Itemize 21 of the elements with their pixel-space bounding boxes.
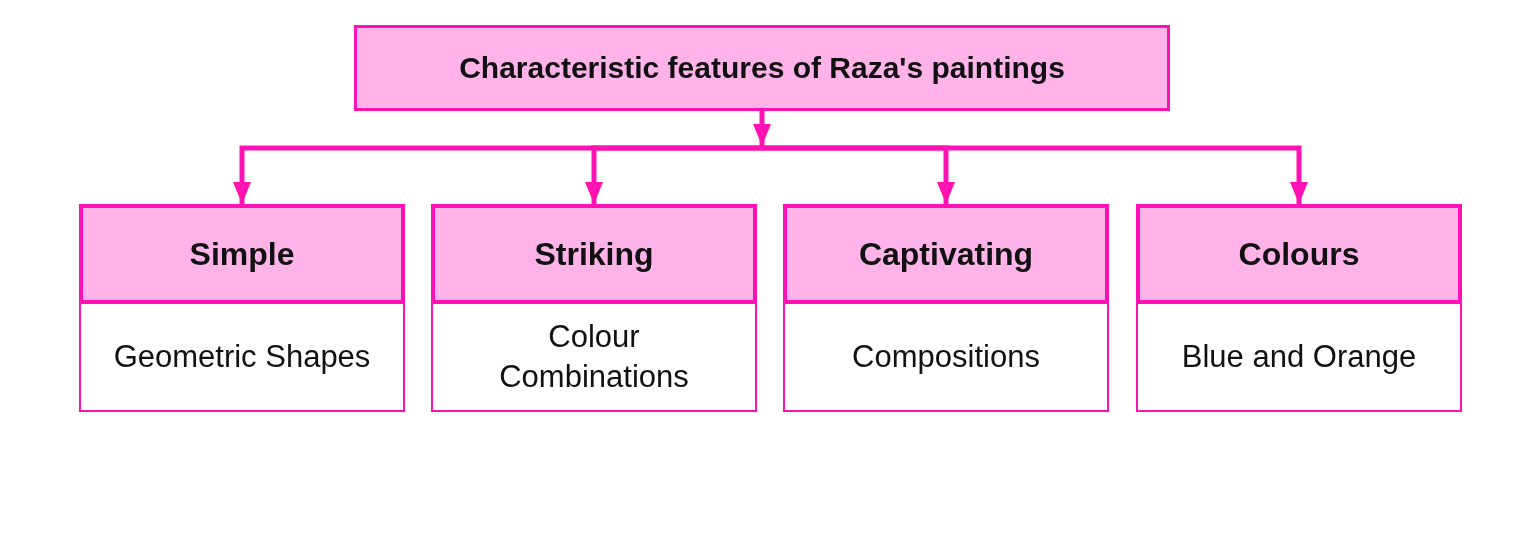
category-box: [783, 204, 1109, 304]
description-box: [431, 302, 757, 412]
category-box: [79, 204, 405, 304]
description-box: [783, 302, 1109, 412]
description-box: [1136, 302, 1462, 412]
title-text: Characteristic features of Raza's paintings: [459, 50, 1065, 86]
description-box: [79, 302, 405, 412]
category-heading: Striking: [534, 234, 654, 274]
connector-arrow: [762, 145, 1308, 204]
connector-arrow: [585, 145, 762, 204]
title-box: [354, 25, 1170, 111]
description-text: Compositions: [852, 337, 1040, 376]
category-heading: Captivating: [858, 234, 1034, 274]
category-heading: Simple: [189, 234, 295, 274]
category-box: [431, 204, 757, 304]
connector-arrow: [753, 111, 771, 146]
description-text: Colour Combinations: [498, 317, 690, 396]
category-heading: Colours: [1238, 234, 1360, 274]
description-text: Geometric Shapes: [113, 337, 371, 376]
description-text: Blue and Orange: [1181, 337, 1417, 376]
category-box: [1136, 204, 1462, 304]
